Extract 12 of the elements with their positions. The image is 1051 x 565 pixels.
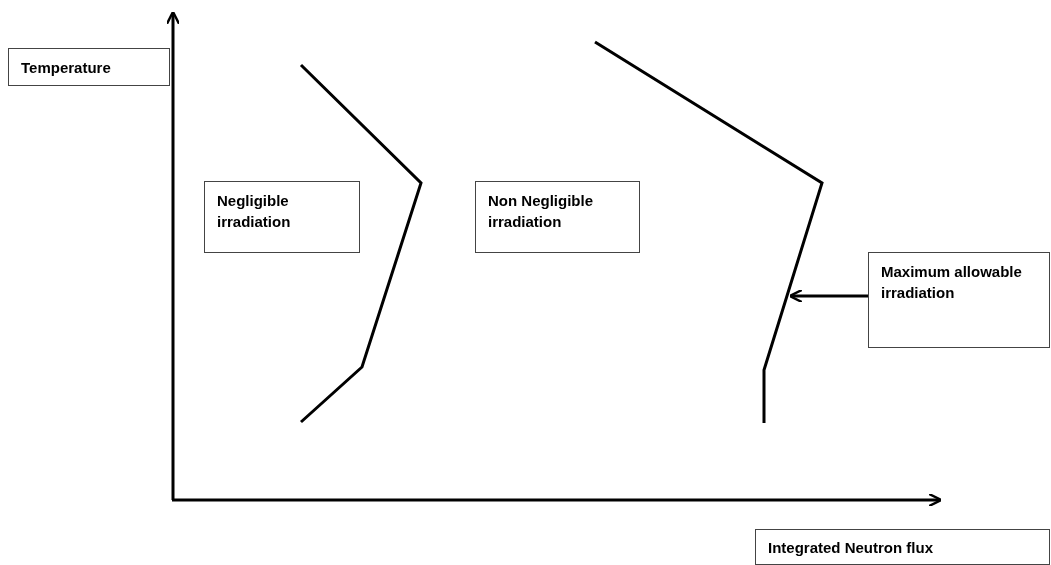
arrow <box>788 288 868 304</box>
label-text: Maximum allowable irradiation <box>881 262 1023 303</box>
label-text: Temperature <box>21 58 112 78</box>
label-text: Integrated Neutron flux <box>768 538 934 558</box>
label-box <box>755 529 1050 565</box>
label-box <box>8 48 170 86</box>
label-box <box>868 252 1050 348</box>
label-text: Negligible irradiation <box>217 191 292 232</box>
boundary-curve <box>594 40 824 423</box>
label-text: Non Negligible irradiation <box>488 191 594 232</box>
label-box <box>204 181 360 253</box>
label-box <box>475 181 640 253</box>
